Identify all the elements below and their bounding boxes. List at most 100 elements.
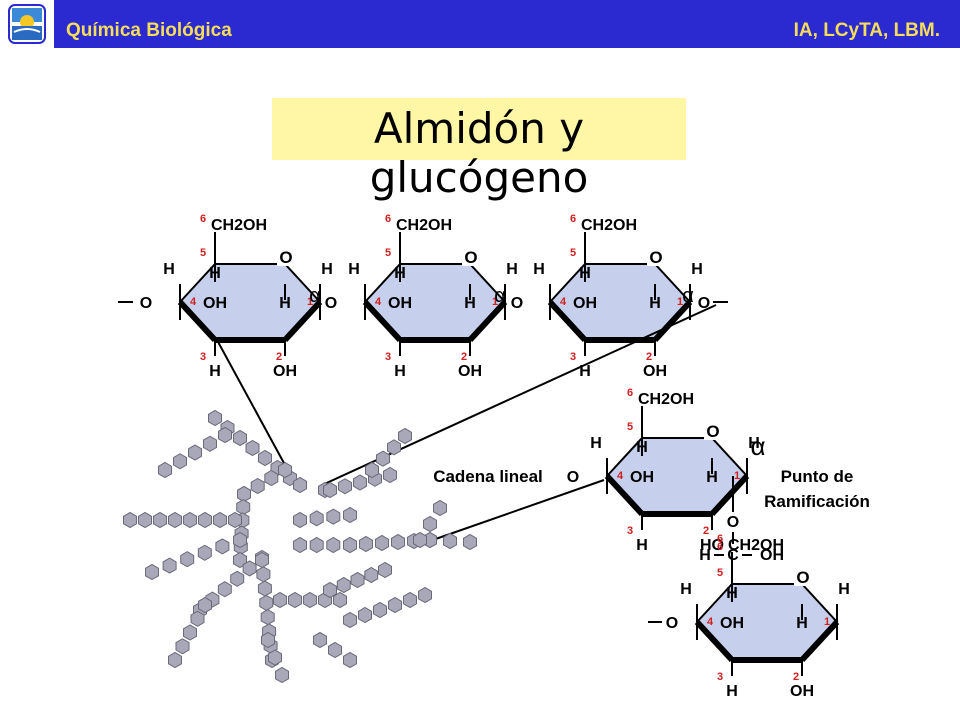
- glucose-bead: [333, 591, 347, 609]
- glucose-bead: [190, 610, 205, 627]
- branch-point-label: Ramificación: [764, 492, 870, 511]
- carbon-number-4: 4: [617, 470, 624, 482]
- glucose-bead: [358, 606, 372, 624]
- glucose-bead: [309, 536, 324, 554]
- carbon-number-1: 1: [307, 296, 313, 308]
- alpha-label: α: [494, 285, 506, 307]
- glycosidic-oxygen: O: [666, 615, 678, 632]
- carbon-number-1: 1: [492, 296, 498, 308]
- glucose-bead: [236, 499, 251, 516]
- h6-label: H: [699, 547, 711, 564]
- ring-oxygen-gap: [647, 248, 665, 266]
- oh2-label: OH: [643, 363, 667, 380]
- glucose-bead: [245, 439, 260, 457]
- h1-label: H: [748, 435, 760, 452]
- ring-front-edge: [467, 299, 508, 343]
- glucose-bead: [203, 435, 217, 452]
- glucose-bead: [388, 596, 402, 614]
- glucose-bead: [175, 638, 190, 655]
- h4-label: H: [163, 261, 175, 278]
- ring-oxygen: O: [796, 568, 809, 587]
- ring-front-edge: [177, 299, 218, 343]
- carbon-number-6: 6: [717, 533, 723, 545]
- h5-label: H: [579, 265, 591, 282]
- ring-front-edge: [604, 473, 645, 517]
- carbon-number-5: 5: [385, 247, 391, 259]
- connector-line: [426, 479, 605, 543]
- ring-front-edge: [282, 299, 323, 343]
- carbon-number-3: 3: [200, 351, 206, 363]
- glucose-bead: [188, 444, 202, 461]
- ring-oxygen: O: [706, 422, 719, 441]
- glucose-bead: [293, 511, 307, 529]
- h2-label: H: [464, 295, 476, 312]
- glucose-bead: [197, 544, 212, 561]
- glucose-bead: [183, 511, 197, 529]
- glucose-bead: [256, 566, 271, 583]
- h3-label: H: [726, 683, 738, 700]
- h2-label: H: [706, 469, 718, 486]
- ring-oxygen: O: [464, 248, 477, 267]
- ch2oh-group: CH2OH: [581, 217, 637, 234]
- oh6-label: OH: [760, 547, 784, 564]
- h4-label: H: [680, 581, 692, 598]
- glucose-bead: [233, 531, 247, 549]
- glucose-bead: [336, 576, 351, 594]
- glucose-bead: [343, 536, 357, 554]
- h1-label: H: [321, 261, 333, 278]
- alpha-label: α: [309, 285, 321, 307]
- glucose-bead: [293, 476, 307, 494]
- glucose-bead: [242, 560, 257, 577]
- ring-oxygen-gap: [794, 568, 812, 586]
- ch2oh-group: CH2OH: [638, 391, 694, 408]
- h2-label: H: [649, 295, 661, 312]
- ring-front-edge: [799, 619, 840, 663]
- carbon-number-2: 2: [646, 351, 652, 363]
- glucose-bead: [443, 532, 457, 550]
- glucose-bead: [259, 594, 274, 611]
- glucose-bead: [213, 511, 227, 529]
- carbon-number-3: 3: [627, 525, 633, 537]
- university-logo-icon: [8, 4, 46, 44]
- carbon-number-3: 3: [385, 351, 391, 363]
- c6-label: C: [727, 547, 739, 564]
- linear-chain-label: Cadena lineal: [433, 467, 543, 486]
- carbon-number-5: 5: [627, 421, 633, 433]
- ring-front-edge: [362, 299, 403, 343]
- h2-label: H: [279, 295, 291, 312]
- glucose-bead: [198, 596, 212, 614]
- glucose-bead: [153, 511, 167, 529]
- glycosidic-oxygen: O: [325, 295, 337, 312]
- carbon-number-1: 1: [734, 470, 740, 482]
- carbon-number-6: 6: [717, 541, 723, 553]
- glucose-bead: [463, 533, 477, 551]
- h1-label: H: [506, 261, 518, 278]
- glucose-bead: [237, 485, 251, 503]
- carbon-number-4: 4: [560, 296, 567, 308]
- ch2oh-group: CH2OH: [728, 537, 784, 554]
- carbon-number-2: 2: [793, 671, 799, 683]
- glucose-bead: [313, 631, 327, 649]
- carbon-number-5: 5: [200, 247, 206, 259]
- carbon-number-1: 1: [677, 296, 683, 308]
- glucose-bead: [293, 536, 307, 554]
- glucose-bead: [173, 453, 187, 470]
- ring-front-edge: [652, 299, 693, 343]
- programs-label: IA, LCyTA, LBM.: [793, 20, 940, 41]
- h4-label: H: [590, 435, 602, 452]
- glucose-bead: [353, 474, 367, 491]
- carbon-number-2: 2: [703, 525, 709, 537]
- connector-line: [216, 339, 292, 477]
- ring-oxygen-gap: [462, 248, 480, 266]
- glucose-bead: [208, 409, 222, 427]
- oh2-label: OH: [458, 363, 482, 380]
- glucose-bead: [230, 570, 245, 587]
- ch2oh-group: CH2OH: [396, 217, 452, 234]
- glucose-bead: [250, 477, 265, 495]
- alpha-label: α: [682, 285, 694, 307]
- title-box: Almidón y glucógeno: [272, 98, 686, 202]
- carbon-number-6: 6: [627, 387, 633, 399]
- glucose-bead: [328, 641, 342, 659]
